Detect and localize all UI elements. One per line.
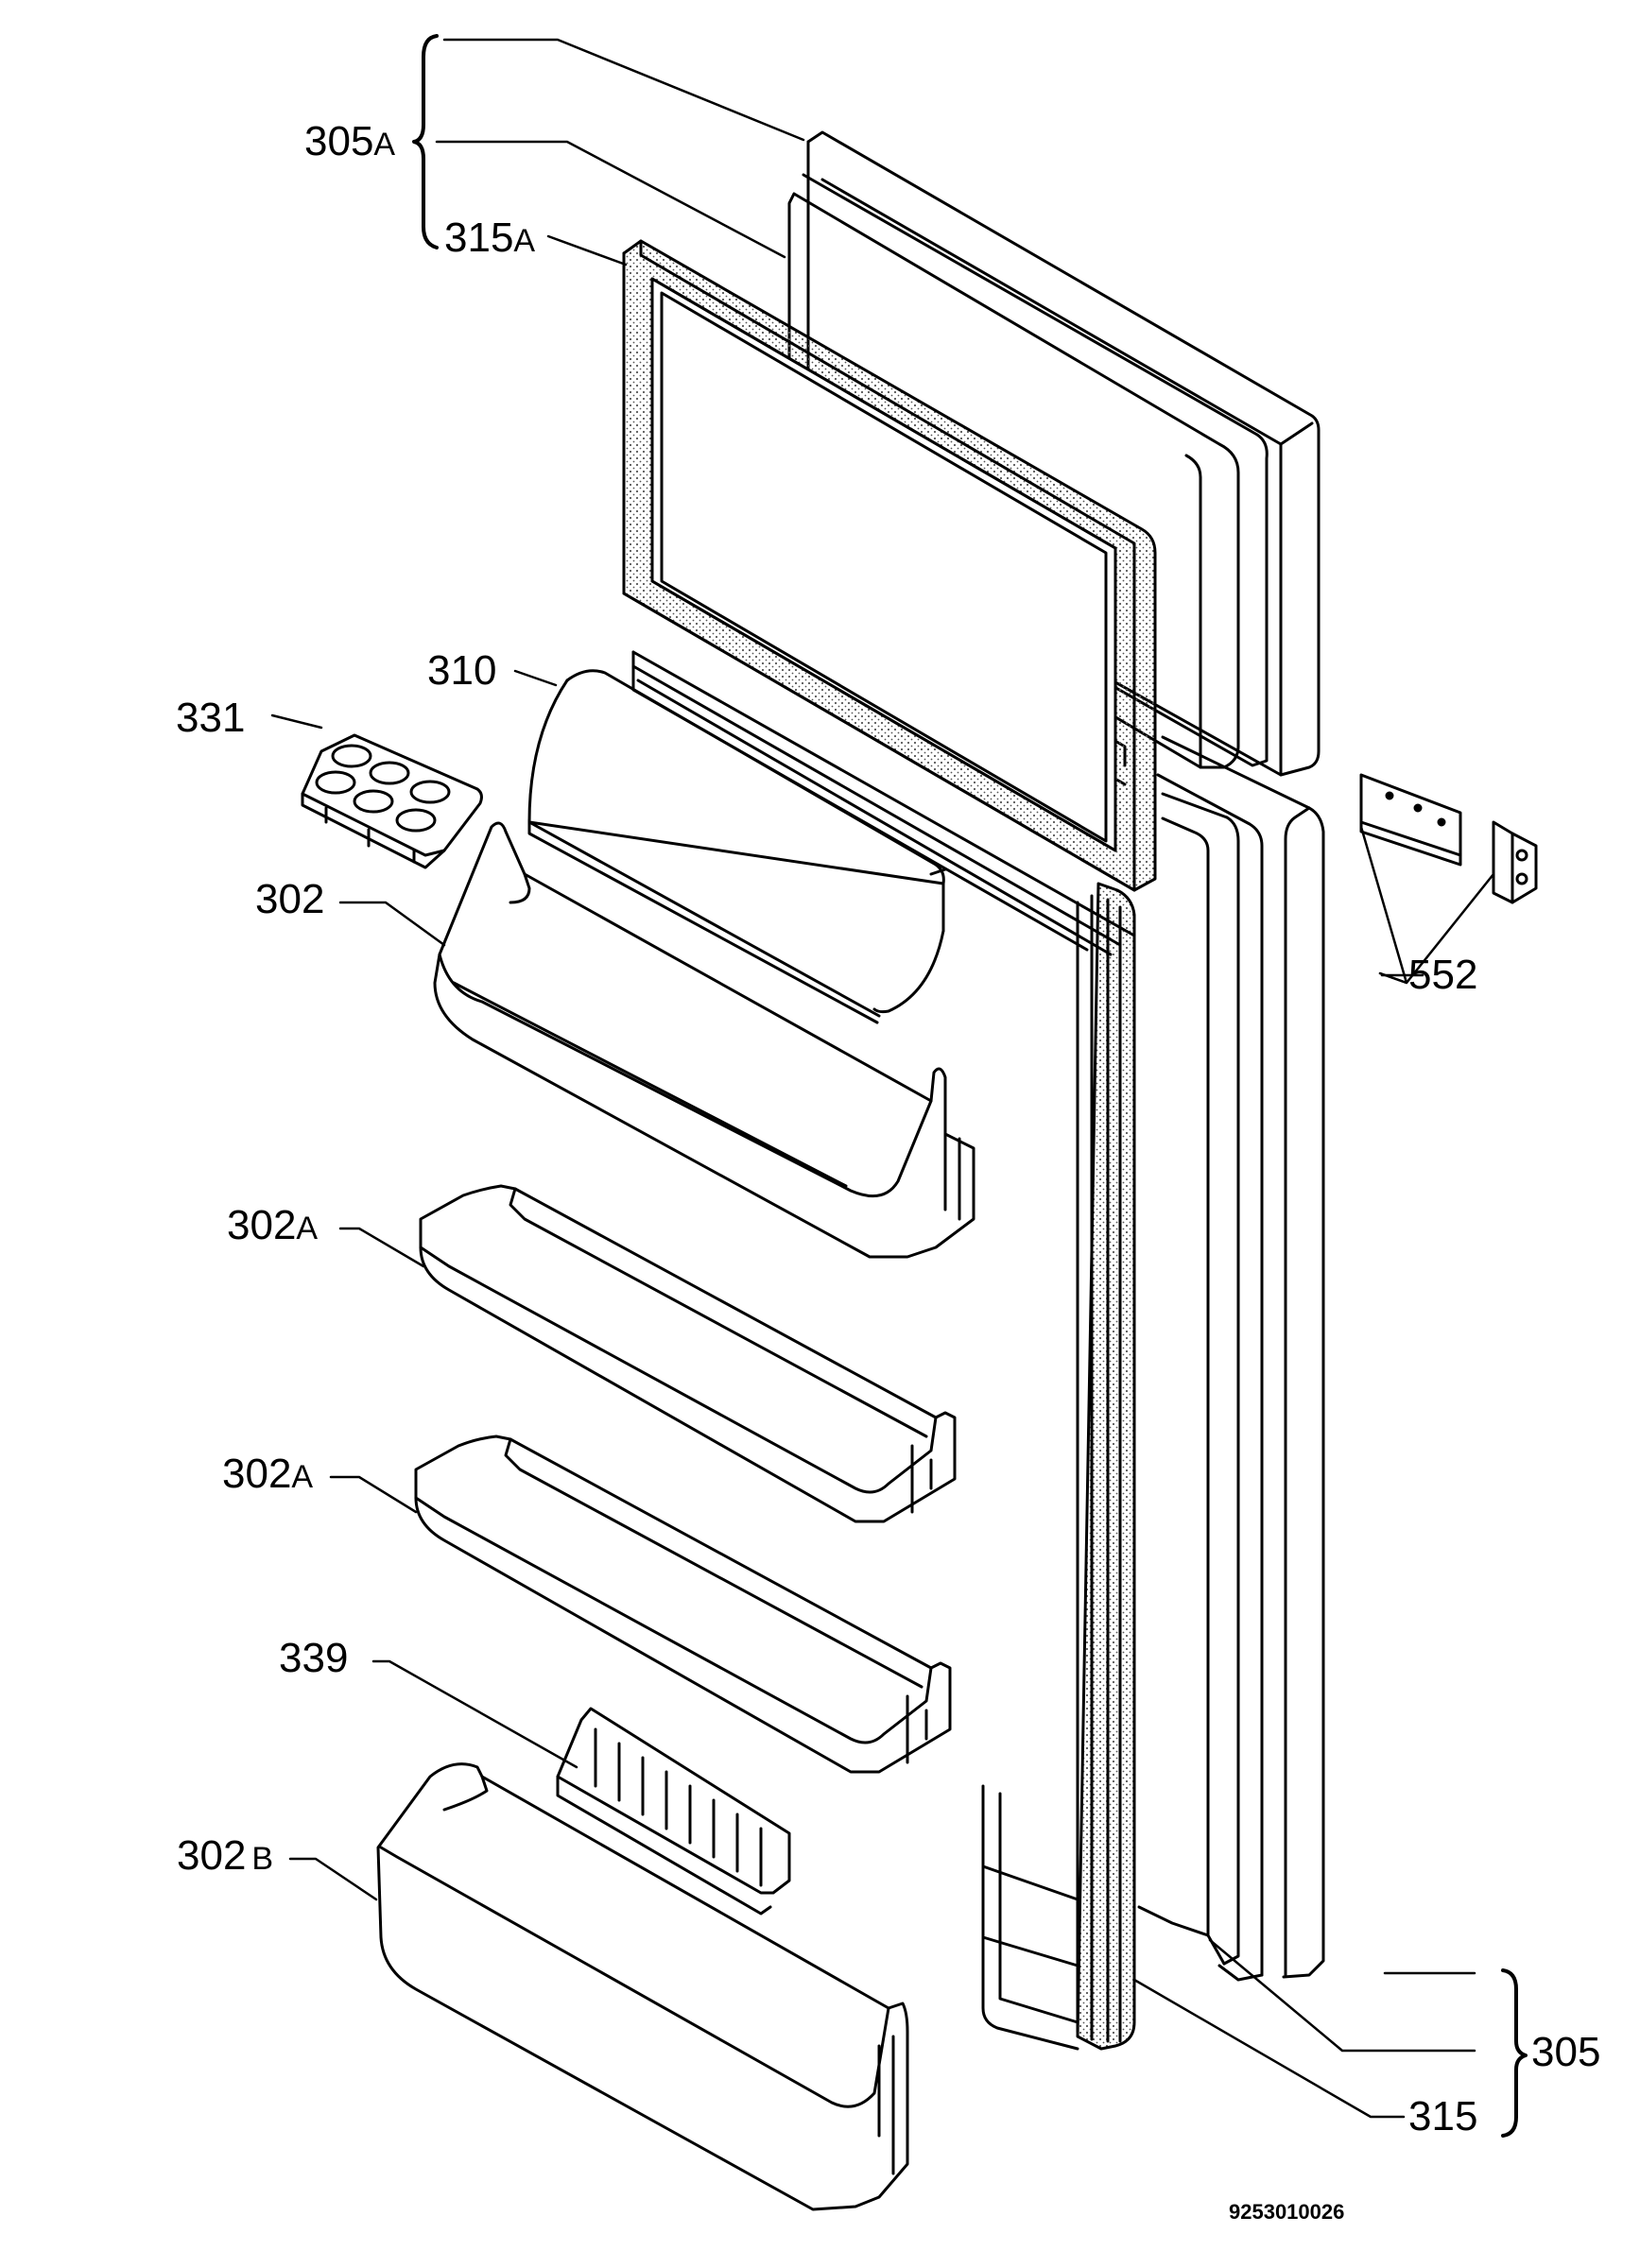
part-302B-bottom-bin [376, 1762, 909, 2211]
label-302A-2: 302A [222, 1453, 313, 1495]
label-315: 315 [1408, 2096, 1477, 2138]
label-302A-2-num: 302 [222, 1451, 292, 1497]
label-305A-num: 305 [304, 118, 374, 164]
freezer-gasket-315A [622, 239, 1157, 892]
label-315-num: 315 [1408, 2093, 1478, 2139]
label-315A-suffix: A [513, 223, 536, 259]
leader-lines [270, 38, 1495, 2119]
part-310-flap [527, 669, 947, 1024]
drawing-code: 9253010026 [1229, 2200, 1345, 2224]
bracket-305 [1501, 1968, 1528, 2138]
part-339-guard [556, 1707, 791, 1916]
bracket-305A [412, 34, 439, 249]
label-315A-num: 315 [444, 215, 514, 261]
label-305: 305 [1531, 2032, 1600, 2073]
label-310-num: 310 [427, 647, 497, 694]
label-339: 339 [279, 1638, 348, 1679]
label-305A: 305A [304, 121, 395, 163]
label-302-num: 302 [255, 876, 325, 922]
label-339-num: 339 [279, 1635, 349, 1681]
label-302B-suffix: B [251, 1841, 274, 1877]
label-552-num: 552 [1408, 952, 1478, 998]
label-305-num: 305 [1531, 2029, 1601, 2075]
label-302: 302 [255, 879, 324, 920]
label-302B-num: 302 [177, 1832, 247, 1879]
label-305A-suffix: A [373, 127, 396, 163]
label-331-num: 331 [176, 695, 246, 741]
label-315A: 315A [444, 217, 535, 259]
fridge-gasket-315 [981, 882, 1136, 2051]
label-302A-1: 302A [227, 1205, 318, 1246]
fridge-door-outer [1137, 735, 1325, 1982]
part-302A-bin-1 [419, 1184, 957, 1523]
label-302A-1-num: 302 [227, 1202, 297, 1248]
label-302A-1-suffix: A [296, 1211, 319, 1246]
part-302A-bin-2 [414, 1435, 952, 1774]
label-331: 331 [176, 697, 245, 739]
label-552: 552 [1408, 954, 1477, 996]
label-310: 310 [427, 650, 496, 692]
part-552-hinge [1359, 773, 1538, 904]
part-331-egg-tray [301, 733, 483, 869]
label-302A-2-suffix: A [291, 1459, 314, 1495]
part-302-top-bin [433, 821, 975, 1259]
